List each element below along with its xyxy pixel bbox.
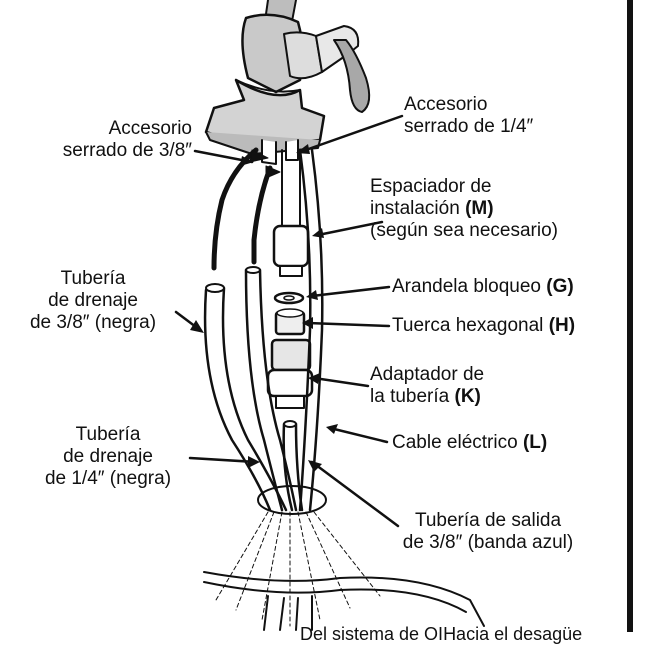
- cabinet-base: [203, 571, 485, 631]
- label-drain-tube-14: Tubería de drenaje de 1/4″ (negra): [26, 424, 190, 490]
- leader-lines: [174, 114, 404, 528]
- label-fitting-38: Accesorio serrado de 3/8″: [62, 118, 192, 162]
- caption-to-drain: Hacia el desagüe: [443, 624, 583, 644]
- label-hex-nut-text: Tuerca hexagonal: [392, 315, 549, 336]
- label-tube-adapter: Adaptador de la tubería (K): [370, 364, 484, 408]
- label-drain-38-line1: Tubería: [60, 268, 126, 289]
- label-electric-cable-text: Cable eléctrico: [392, 432, 523, 453]
- label-spacer-line3: (según sea necesario): [370, 220, 558, 241]
- right-border-line: [627, 0, 633, 632]
- label-drain-14-line3: de 1/4″ (negra): [44, 468, 172, 489]
- label-fitting-14: Accesorio serrado de 1/4″: [404, 94, 533, 138]
- label-spacer-letter: (M): [465, 198, 494, 219]
- label-tube-adapter-line2: la tubería: [370, 386, 455, 407]
- label-lock-washer: Arandela bloqueo (G): [392, 276, 574, 298]
- label-drain-38-line2: de drenaje: [48, 290, 138, 311]
- label-fitting-14-line2: serrado de 1/4″: [404, 116, 534, 137]
- label-drain-tube-38: Tubería de drenaje de 3/8″ (negra): [6, 268, 180, 334]
- sink-hole: [257, 485, 327, 515]
- label-electric-cable: Cable eléctrico (L): [392, 432, 547, 454]
- label-outlet-tube-line2: de 3/8″ (banda azul): [402, 532, 574, 553]
- label-drain-38-line3: de 3/8″ (negra): [29, 312, 157, 333]
- leader-arrowheads: [190, 144, 338, 472]
- label-fitting-38-line2: serrado de 3/8″: [62, 140, 192, 161]
- label-fitting-38-line1: Accesorio: [108, 118, 192, 139]
- label-lock-washer-text: Arandela bloqueo: [392, 276, 547, 297]
- label-tube-adapter-letter: (K): [454, 386, 481, 407]
- label-outlet-tube: Tubería de salida de 3/8″ (banda azul): [388, 510, 588, 554]
- bottom-caption: Del sistema de OIHacia el desagüe: [300, 623, 582, 645]
- spray-lines: [215, 511, 381, 627]
- label-tube-adapter-line1: Adaptador de: [370, 364, 485, 385]
- label-hex-nut-letter: (H): [548, 315, 576, 336]
- label-spacer-line1: Espaciador de: [370, 176, 492, 197]
- caption-from-ro-system: Del sistema de OI: [300, 624, 444, 644]
- label-lock-washer-letter: (G): [546, 276, 574, 297]
- label-installation-spacer: Espaciador de instalación (M) (según sea…: [370, 176, 558, 242]
- label-hex-nut: Tuerca hexagonal (H): [392, 315, 575, 337]
- tubing-lines: [203, 147, 324, 512]
- fitting-stack: [266, 149, 314, 409]
- label-fitting-14-line1: Accesorio: [404, 94, 488, 115]
- label-outlet-tube-line1: Tubería de salida: [414, 510, 562, 531]
- label-electric-cable-letter: (L): [522, 432, 548, 453]
- label-drain-14-line2: de drenaje: [63, 446, 153, 467]
- label-spacer-line2: instalación: [370, 198, 466, 219]
- faucet-illustration: [204, 0, 371, 165]
- label-drain-14-line1: Tubería: [75, 424, 141, 445]
